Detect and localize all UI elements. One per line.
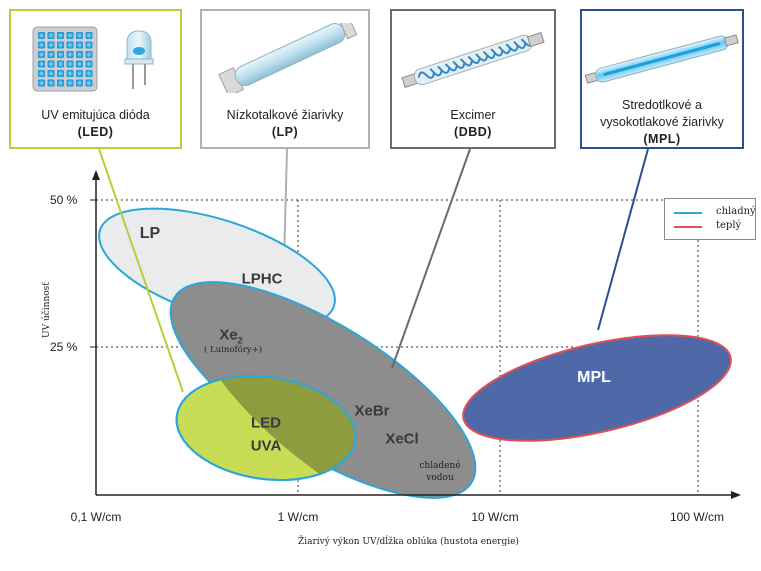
label-mpl: MPL [577,369,611,386]
y-axis-title: UV účinnosť [42,282,52,338]
led-chip-dot [57,60,64,68]
lp-box-label: Nízkotalkové žiarivky (LP) [202,107,368,141]
led-chip-dot [47,79,55,87]
label-lphc: LPHC [241,270,283,288]
region-led-outline [175,374,357,482]
led-chip-dot [38,51,45,58]
connector-dbd [391,148,471,369]
led-chip-icon [32,26,98,92]
connector-led [98,148,184,393]
led-chip-dot [47,60,55,68]
x-axis-arrow [731,491,741,499]
mpl-box-code: (MPL) [643,132,681,146]
dbd-box-label: Excimer (DBD) [392,107,554,141]
x-tick-label-0: 0,1 W/cm [70,510,122,524]
y-axis-arrow [92,170,100,180]
dbd-lamp-icon [401,32,545,88]
led-chip-dot [76,51,83,58]
led-chip-dot [76,41,83,49]
led-chip-dot [85,79,93,87]
led-chip-dot [38,60,45,68]
led-chip-dot [57,70,64,77]
label-xe2-sub: 2 [237,335,243,346]
led-chip-dot [38,79,45,87]
y-tick-label-25: 25 % [50,340,78,354]
label-xe2: Xe2 [219,327,242,346]
led-box-name: UV emitujúca dióda [41,108,150,122]
mpl-box: Stredotlkové a vysokotlakové žiarivky (M… [580,9,744,149]
label-xe2-note: ( Luinofóry+) [203,345,263,355]
mpl-box-name-2: vysokotlakové žiarivky [600,115,724,129]
led-chip-dot [47,70,55,77]
region-mpl [462,334,732,442]
led-chip-dot [85,32,93,39]
led-chip-dot [76,70,83,77]
connector-mpl [597,148,649,331]
led-chip-dot [38,41,45,49]
led-box-code: (LED) [77,125,114,139]
label-uva: UVA [250,437,282,455]
legend-swatch-cold [674,212,702,214]
led-chip-dot [85,51,93,58]
mpl-box-label: Stredotlkové a vysokotlakové žiarivky (M… [582,97,742,148]
label-led: LED [251,414,281,432]
led-chip-dot [38,70,45,77]
lp-box: Nízkotalkové žiarivky (LP) [200,9,370,149]
dbd-box-code: (DBD) [454,125,492,139]
legend-label-warm: teplý [716,220,742,231]
x-tick-label-2: 10 W/cm [471,510,519,524]
legend-row-cold: chladný [665,206,756,220]
led-chip-dot [57,32,64,39]
x-axis-title: Žiarivý výkon UV/dĺžka oblúka (hustota e… [298,537,519,547]
x-tick-label-1: 1 W/cm [277,510,319,524]
label-xecl: XeCl [385,430,419,448]
led-chip-dot [66,60,74,68]
led-chip-dot [38,32,45,39]
led-chip-dot [66,32,74,39]
led-chip-dot [85,60,93,68]
led-chip-dot [66,41,74,49]
led-chip-dot [85,41,93,49]
mpl-box-name-1: Stredotlkové a [622,98,702,112]
led-chip-dot [57,79,64,87]
label-xe2-main: Xe [219,326,238,344]
led-chip-dot [76,60,83,68]
label-water-2: vodou [426,473,454,483]
legend-label-cold: chladný [716,206,756,217]
label-xebr: XeBr [354,402,390,420]
led-chip-dot [76,79,83,87]
led-chip-dot [57,51,64,58]
legend-row-warm: teplý [665,220,755,234]
led-bulb-icon [124,30,154,89]
legend: chladný teplý [664,198,756,240]
led-chip-dot [57,41,64,49]
legend-swatch-warm [674,226,702,228]
label-water-1: chladené [419,461,461,471]
led-chip-dot [66,79,74,87]
label-lp: LP [139,225,161,242]
x-tick-label-3: 100 W/cm [669,510,725,524]
led-chip-dot [47,41,55,49]
led-chip-dot [47,32,55,39]
led-chip-dot [47,51,55,58]
led-chip-dot [76,32,83,39]
led-box-label: UV emitujúca dióda (LED) [11,107,180,141]
lp-lamp-icon [218,23,358,93]
dbd-box-name: Excimer [450,108,496,122]
led-box: UV emitujúca dióda (LED) [9,9,182,149]
dbd-box: Excimer (DBD) [390,9,556,149]
led-chip-dot [66,70,74,77]
led-chip-dot [85,70,93,77]
lp-box-name: Nízkotalkové žiarivky [226,108,344,122]
mpl-lamp-icon [584,34,739,84]
lp-box-code: (LP) [271,125,299,139]
led-chip-dot [66,51,74,58]
y-tick-label-50: 50 % [50,193,78,207]
